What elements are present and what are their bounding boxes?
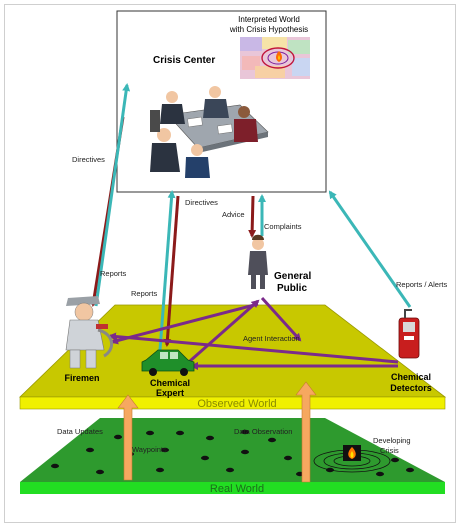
firemen-figure [65, 296, 113, 369]
agent-interaction-arrows [108, 296, 399, 370]
teal-arrows [94, 83, 412, 351]
chemical-detector-device [398, 309, 420, 359]
developing-label-2: Crisis [380, 446, 399, 455]
reports-alerts-label: Reports / Alerts [396, 280, 448, 289]
reports-expert-arrow [158, 190, 176, 351]
data-updates-label: Data Updates [57, 427, 103, 436]
map-caption-1: Interpreted World [238, 15, 300, 24]
developing-crisis-marker [313, 445, 391, 473]
directives-left-label: Directives [72, 155, 105, 164]
reports-alerts-arrow [328, 190, 412, 308]
reports-firemen-arrow [94, 83, 131, 307]
chemical-expert-car [141, 349, 195, 376]
agent-interaction-label: Agent Interaction [243, 334, 300, 343]
advice-label: Advice [222, 210, 245, 219]
interpreted-world-map [240, 37, 310, 79]
chemical-detectors-label-2: Detectors [390, 383, 432, 393]
developing-label-1: Developing [373, 436, 411, 445]
data-observation-arrow [295, 381, 317, 483]
general-public-label-1: General [274, 271, 311, 282]
general-public-label-2: Public [277, 283, 307, 294]
reports-left-label: Reports [100, 269, 127, 278]
complaints-label: Complaints [264, 222, 302, 231]
chemical-expert-label-2: Expert [156, 388, 184, 398]
flow-labels: Directives Directives Advice Complaints … [57, 155, 448, 455]
firemen-label: Firemen [64, 373, 99, 383]
general-public-figure [248, 234, 268, 289]
advice-arrow [248, 195, 257, 238]
chemical-detectors-label-1: Chemical [391, 372, 431, 382]
map-caption-2: with Crisis Hypothesis [229, 25, 308, 34]
data-observation-label: Data Observation [234, 427, 292, 436]
waypoints-label: Waypoints [132, 445, 167, 454]
real-world-label: Real World [210, 483, 264, 495]
directives-expert-arrow [163, 195, 180, 347]
meeting-illustration [150, 86, 269, 178]
crisis-center-title: Crisis Center [153, 55, 215, 66]
directives-mid-label: Directives [185, 198, 218, 207]
observed-world-label: Observed World [197, 398, 276, 410]
chemical-expert-label-1: Chemical [150, 378, 190, 388]
reports-mid-label: Reports [131, 289, 158, 298]
data-updates-arrow [117, 394, 139, 481]
